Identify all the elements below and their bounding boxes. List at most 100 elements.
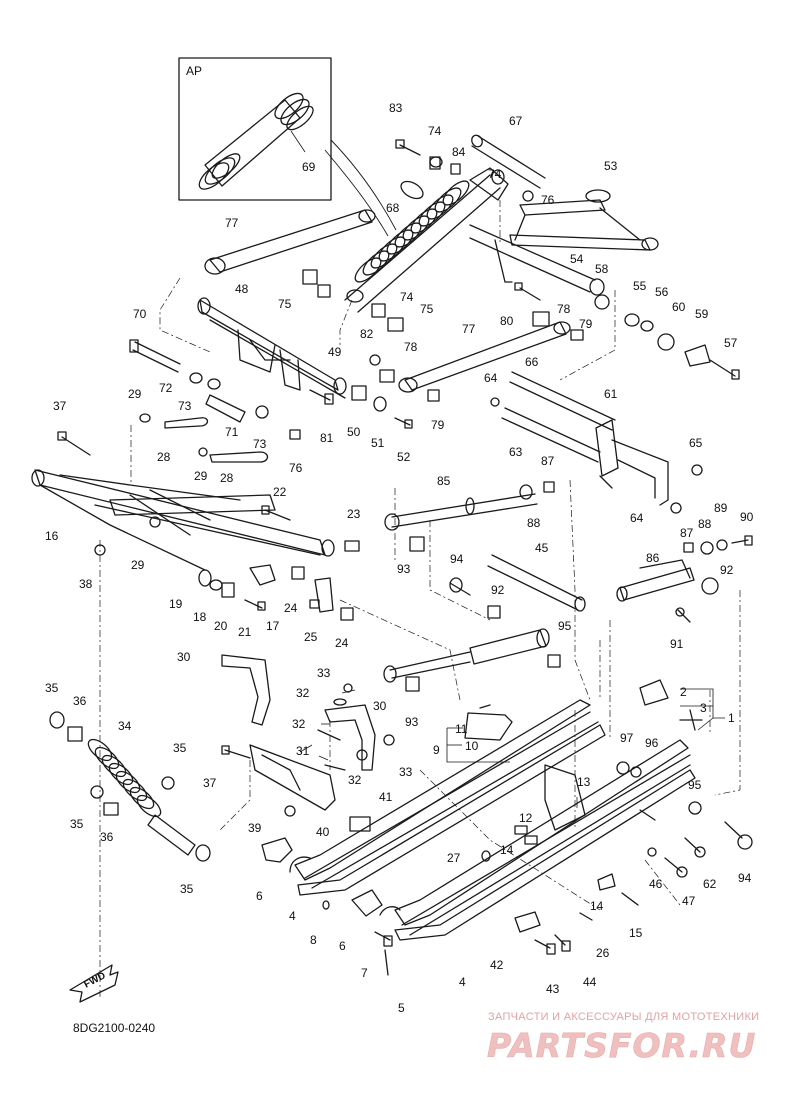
callout-42: 42 [490,958,504,972]
callout-33: 33 [399,765,413,779]
callout-3: 3 [700,701,707,715]
callout-37: 37 [203,776,217,790]
watermark-brand: PARTSFOR.RU [487,1026,756,1065]
callout-84: 84 [452,145,466,159]
callout-94: 94 [450,552,464,566]
callout-30: 30 [373,699,387,713]
callout-88: 88 [527,516,541,530]
callout-49: 49 [328,345,342,359]
callout-35: 35 [180,882,194,896]
bracket-61 [595,419,669,506]
watermark-tagline: ЗАПЧАСТИ И АКСЕССУАРЫ ДЛЯ МОТОТЕХНИКИ [488,1011,759,1023]
boot-part-69 [198,92,314,190]
callout-73: 73 [178,399,192,413]
callout-8: 8 [310,933,317,947]
callout-labels: 1 2 3 4 4 5 6 6 7 8 9 10 11 12 13 14 14 … [45,101,754,1015]
callout-81: 81 [320,431,334,445]
callout-9: 9 [433,743,440,757]
callout-82: 82 [360,327,374,341]
watermark: ЗАПЧАСТИ И АКСЕССУАРЫ ДЛЯ МОТОТЕХНИКИ PA… [487,1011,759,1065]
callout-4: 4 [459,975,466,989]
callout-23: 23 [347,507,361,521]
callout-41: 41 [379,790,393,804]
callout-25: 25 [304,630,318,644]
callout-67: 67 [509,114,523,128]
callout-69: 69 [302,160,316,174]
rod-66 [509,371,616,431]
callout-44: 44 [583,975,597,989]
ap-inset: AP [178,57,397,237]
callout-61: 61 [604,387,618,401]
callout-43: 43 [546,982,560,996]
callout-24: 24 [335,636,349,650]
callout-29: 29 [128,387,142,401]
callout-85: 85 [437,474,451,488]
callout-65: 65 [689,436,703,450]
callout-13: 13 [577,775,591,789]
callout-95: 95 [558,619,572,633]
callout-96: 96 [645,736,659,750]
callout-86: 86 [646,551,660,565]
callout-68: 68 [386,201,400,215]
callout-1: 1 [728,711,735,725]
callout-37: 37 [53,399,67,413]
leader-lines [299,688,725,808]
callout-56: 56 [655,285,669,299]
callout-31: 31 [296,744,310,758]
callout-36: 36 [73,694,87,708]
fwd-arrow: FWD [69,964,119,1003]
callout-57: 57 [724,336,738,350]
callout-64: 64 [630,511,644,525]
callout-45: 45 [535,541,549,555]
callout-52: 52 [397,450,411,464]
front-arm-16 [31,469,335,587]
callout-70: 70 [133,307,147,321]
callout-24: 24 [284,601,298,615]
callout-46: 46 [649,877,663,891]
ski-left [289,699,606,896]
callout-74: 74 [428,124,442,138]
callout-95: 95 [688,778,702,792]
callout-47: 47 [682,894,696,908]
callout-88: 88 [698,517,712,531]
callout-80: 80 [500,314,514,328]
callout-35: 35 [70,817,84,831]
callout-78: 78 [404,340,418,354]
bolt-70 [129,339,181,373]
callout-20: 20 [214,619,228,633]
callout-54: 54 [570,252,584,266]
callout-7: 7 [361,966,368,980]
callout-28: 28 [220,471,234,485]
callout-6: 6 [256,889,263,903]
callout-97: 97 [620,731,634,745]
callout-53: 53 [604,159,618,173]
callout-77: 77 [225,216,239,230]
callout-75: 75 [278,297,292,311]
callout-76: 76 [541,193,555,207]
callout-6: 6 [339,939,346,953]
callout-79: 79 [431,418,445,432]
rod-67 [471,134,546,189]
rear-arm-53 [469,189,659,296]
callout-93: 93 [397,562,411,576]
callout-87: 87 [541,454,555,468]
callout-76: 76 [289,461,303,475]
damper-93 [383,628,550,683]
callout-74: 74 [400,290,414,304]
link-77-lower [398,321,571,393]
callout-72: 72 [159,381,173,395]
callout-26: 26 [596,946,610,960]
callout-14: 14 [500,843,514,857]
rod-85 [384,493,538,531]
callout-32: 32 [292,717,306,731]
callout-11: 11 [455,722,468,736]
diagram-code: 8DG2100-0240 [73,1021,155,1035]
callout-29: 29 [131,558,145,572]
callout-15: 15 [629,926,643,940]
callout-63: 63 [509,445,523,459]
callout-4: 4 [289,909,296,923]
callout-30: 30 [177,650,191,664]
callout-36: 36 [100,830,114,844]
callout-17: 17 [266,619,280,633]
callout-38: 38 [79,577,93,591]
